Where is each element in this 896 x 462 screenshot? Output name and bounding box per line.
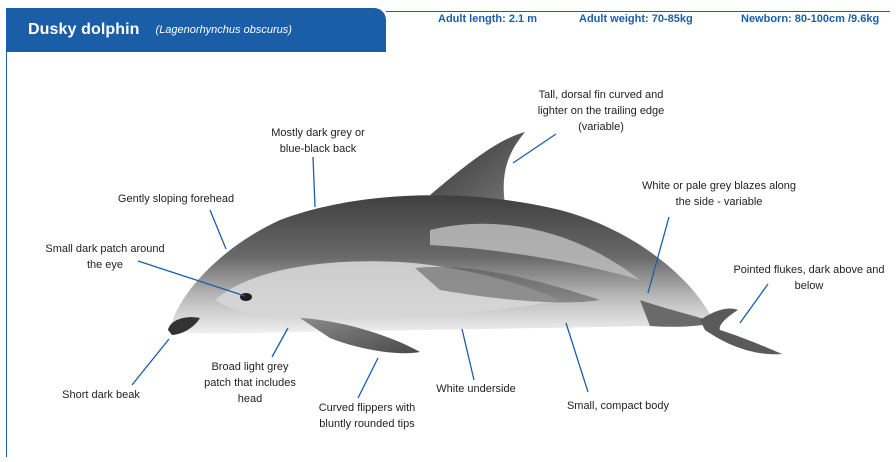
label-flippers: Curved flippers with bluntly rounded tip… [302, 400, 432, 432]
pointer-back [313, 157, 315, 207]
label-flukes: Pointed flukes, dark above and below [724, 262, 894, 294]
label-eye-patch: Small dark patch around the eye [30, 241, 180, 273]
label-head-patch: Broad light grey patch that includes hea… [190, 359, 310, 407]
label-forehead: Gently sloping forehead [96, 191, 256, 207]
pointer-forehead [210, 210, 226, 249]
pointer-body [566, 323, 588, 392]
label-body: Small, compact body [558, 398, 678, 414]
tail-flukes [700, 308, 782, 354]
label-underside: White underside [426, 381, 526, 397]
pointer-flippers [358, 358, 378, 398]
dorsal-fin [430, 132, 525, 205]
dolphin-eye [240, 293, 252, 301]
label-dorsal-fin: Tall, dorsal fin curved and lighter on t… [508, 87, 694, 135]
label-back: Mostly dark grey or blue-black back [258, 125, 378, 157]
label-beak: Short dark beak [46, 387, 156, 403]
pointer-underside [462, 329, 474, 380]
label-blazes: White or pale grey blazes along the side… [619, 178, 819, 210]
pointer-beak [132, 339, 169, 385]
